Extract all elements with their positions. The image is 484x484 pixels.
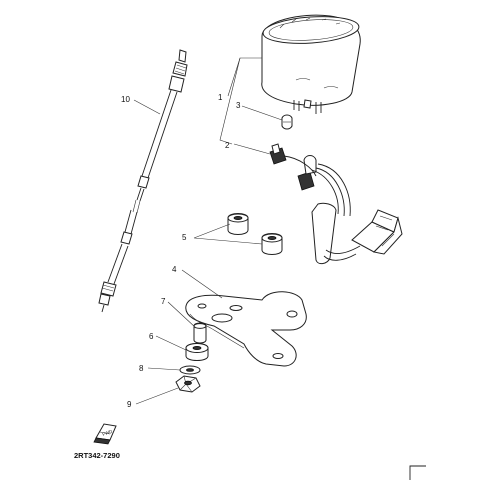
grommet-lower [261,233,283,255]
bulb [281,114,293,130]
leader-line-4 [181,269,223,299]
front-mark-text: FWD [102,428,114,436]
part-number-3: 3 [236,101,241,110]
leader-line-3 [241,105,283,121]
part-number-6: 6 [149,332,154,341]
frame-corner [409,465,426,480]
leader-line-5 [193,223,263,245]
leader-line-1 [227,57,262,97]
leader-line-9 [135,387,179,405]
front-direction-icon: FWD [93,423,117,445]
part-number-9: 9 [127,400,132,409]
part-number-5: 5 [182,233,187,242]
meter-bracket [185,291,307,367]
meter-assembly [261,14,361,114]
diagram-code: 2RT342-7290 [74,451,120,460]
washer [185,343,209,361]
grommet-upper [227,213,249,235]
leader-line-2 [233,143,271,155]
leader-line-10 [133,99,161,115]
part-number-7: 7 [161,297,166,306]
leader-line-8 [147,367,181,371]
part-number-1: 1 [218,93,223,102]
part-number-4: 4 [172,265,177,274]
leader-line-7 [167,301,197,329]
leader-line-6 [155,335,187,351]
leader-bracket [219,57,241,145]
collar [193,322,207,344]
part-number-8: 8 [139,364,144,373]
bulb-socket-cord [269,143,403,265]
nut [175,375,201,393]
plain-washer [179,365,201,375]
part-number-10: 10 [121,95,130,104]
part-number-2: 2 [225,141,230,150]
speedometer-cable [98,49,188,313]
